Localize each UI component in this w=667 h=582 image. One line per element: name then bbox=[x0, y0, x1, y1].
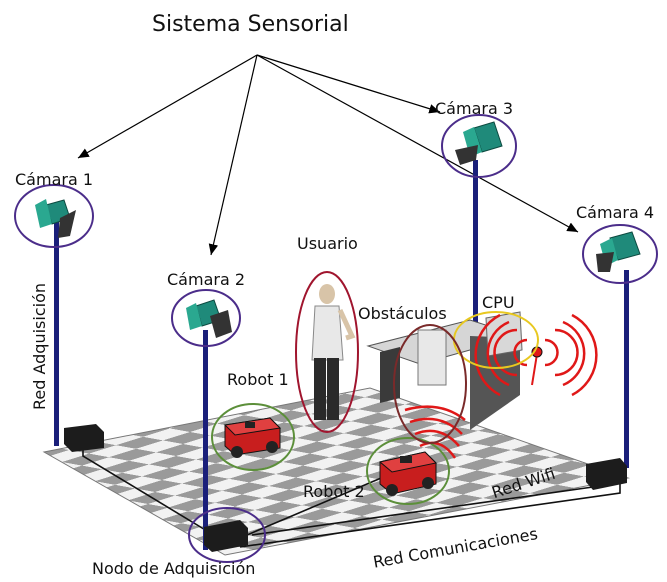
acquisition-boxes bbox=[64, 424, 627, 552]
acquisition-node-ring bbox=[188, 507, 266, 563]
robot-2-label: Robot 2 bbox=[303, 482, 365, 501]
camera-3-ring bbox=[441, 114, 517, 178]
box-left bbox=[64, 424, 104, 452]
highlight-rings bbox=[14, 114, 658, 563]
sensor-arrows bbox=[77, 54, 579, 256]
camera-4-ring bbox=[582, 224, 658, 284]
camera-poles bbox=[54, 160, 629, 550]
wifi-waves bbox=[404, 313, 598, 459]
pole-1 bbox=[54, 218, 59, 446]
camera-1-icon bbox=[35, 199, 76, 238]
user-figure bbox=[311, 284, 356, 420]
robot-1-ring bbox=[211, 403, 295, 471]
camera-1-ring bbox=[14, 184, 94, 248]
box-node bbox=[204, 520, 248, 552]
robot-2 bbox=[378, 451, 438, 496]
robot-2-ring bbox=[366, 437, 450, 505]
acquisition-node-label: Nodo de Adquisición bbox=[92, 559, 256, 578]
checkered-floor bbox=[42, 387, 630, 556]
robot-1 bbox=[223, 417, 282, 458]
obstacles-ring bbox=[393, 324, 467, 444]
pole-4 bbox=[624, 270, 629, 468]
pole-2 bbox=[203, 330, 208, 550]
camera-1-label: Cámara 1 bbox=[15, 170, 94, 189]
camera-heads bbox=[35, 121, 641, 338]
cpu-label: CPU bbox=[482, 293, 515, 312]
obstacles-label: Obstáculos bbox=[358, 304, 447, 323]
camera-2-ring bbox=[171, 289, 241, 347]
camera-2-label: Cámara 2 bbox=[167, 270, 246, 289]
acquisition-network-label: Red Adquisición bbox=[30, 283, 49, 410]
user-label: Usuario bbox=[297, 234, 358, 253]
camera-3-label: Cámara 3 bbox=[435, 99, 514, 118]
user-ring bbox=[295, 271, 359, 433]
robot-1-label: Robot 1 bbox=[227, 370, 289, 389]
diagram-title: Sistema Sensorial bbox=[152, 12, 349, 37]
camera-4-label: Cámara 4 bbox=[576, 203, 655, 222]
camera-3-icon bbox=[455, 121, 503, 165]
box-right bbox=[586, 458, 627, 490]
camera-4-icon bbox=[596, 231, 641, 272]
pole-3 bbox=[473, 160, 478, 405]
camera-2-icon bbox=[186, 299, 232, 338]
